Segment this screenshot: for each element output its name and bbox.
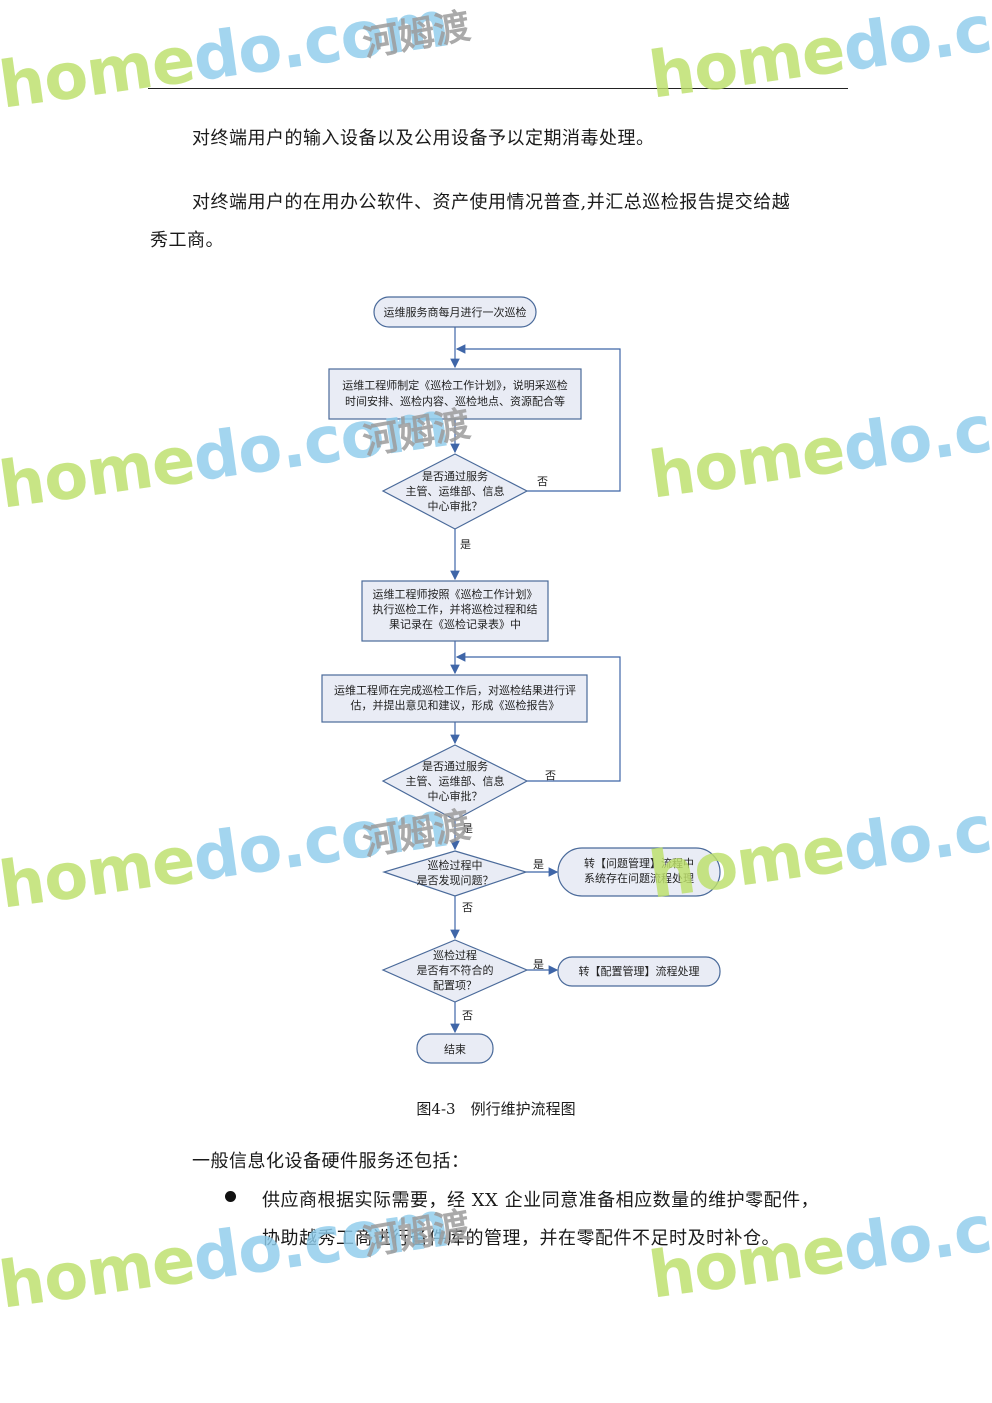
decision-approval-1: 是否通过服务 主管、运维部、信息 中心审批？ xyxy=(381,453,529,530)
bullet-dot xyxy=(225,1191,236,1202)
paragraph-disinfection: 对终端用户的输入设备以及公用设备予以定期消毒处理。 xyxy=(192,128,655,149)
label-yes-4: 是 xyxy=(533,958,544,971)
start-label: 运维服务商每月进行一次巡检 xyxy=(384,305,527,319)
paragraph-survey-line1: 对终端用户的在用办公软件、资产使用情况普查,并汇总巡检报告提交给越 xyxy=(192,192,791,213)
start-node: 运维服务商每月进行一次巡检 xyxy=(373,296,537,328)
decision-approval-1-line3: 中心审批？ xyxy=(428,499,483,513)
step-execute: 运维工程师按照《巡检工作计划》 执行巡检工作，并将巡检过程和结 果记录在《巡检记… xyxy=(361,580,549,642)
decision-approval-1-line2: 主管、运维部、信息 xyxy=(406,484,505,498)
step-plan-line1: 运维工程师制定《巡检工作计划》，说明采巡检 xyxy=(342,378,568,392)
step-execute-line3: 果记录在《巡检记录表》中 xyxy=(389,617,521,631)
paragraph-survey-line2: 秀工商。 xyxy=(150,230,224,251)
decision-approval-2-line1: 是否通过服务 xyxy=(422,760,488,773)
decision-problem-line1: 巡检过程中 xyxy=(428,858,483,872)
figure-caption: 图4-3 例行维护流程图 xyxy=(416,1100,576,1118)
end-node: 结束 xyxy=(416,1033,494,1064)
step-report-line1: 运维工程师在完成巡检工作后，对巡检结果进行评 xyxy=(334,683,576,697)
bullet-item-line2: 协助越秀工商进行备件库的管理，并在零配件不足时及时补仓。 xyxy=(262,1228,780,1249)
header-rule xyxy=(148,88,848,89)
label-yes-1: 是 xyxy=(460,538,471,551)
side-config-label: 转【配置管理】流程处理 xyxy=(579,964,700,978)
paragraph-hardware-services: 一般信息化设备硬件服务还包括： xyxy=(192,1151,470,1172)
decision-config-line1: 巡检过程 xyxy=(433,948,477,962)
end-label: 结束 xyxy=(444,1043,466,1056)
step-plan: 运维工程师制定《巡检工作计划》，说明采巡检 时间安排、巡检内容、巡检地点、资源配… xyxy=(328,368,582,420)
decision-approval-2-line3: 中心审批？ xyxy=(428,789,483,803)
step-plan-line2: 时间安排、巡检内容、巡检地点、资源配合等 xyxy=(345,394,565,408)
side-problem-management: 转【问题管理】流程中 系统存在问题流程处理 xyxy=(557,847,721,897)
decision-config-line2: 是否有不符合的 xyxy=(417,963,494,977)
decision-approval-2: 是否通过服务 主管、运维部、信息 中心审批？ xyxy=(381,744,529,821)
step-execute-line1: 运维工程师按照《巡检工作计划》 xyxy=(373,587,538,601)
label-no-4: 否 xyxy=(462,1009,473,1022)
side-config-management: 转【配置管理】流程处理 xyxy=(557,956,721,987)
decision-approval-2-line2: 主管、运维部、信息 xyxy=(406,774,505,788)
step-report-line2: 估，并提出意见和建议，形成《巡检报告》 xyxy=(351,698,560,712)
label-no-3: 否 xyxy=(462,901,473,914)
decision-config-mismatch: 巡检过程 是否有不符合的 配置项？ xyxy=(381,939,529,1003)
label-no-2: 否 xyxy=(545,769,556,782)
decision-approval-1-line1: 是否通过服务 xyxy=(422,470,488,483)
side-problem-line2: 系统存在问题流程处理 xyxy=(584,871,694,885)
step-report: 运维工程师在完成巡检工作后，对巡检结果进行评 估，并提出意见和建议，形成《巡检报… xyxy=(321,674,588,723)
side-problem-line1: 转【问题管理】流程中 xyxy=(584,856,694,870)
decision-problem-line2: 是否发现问题？ xyxy=(417,873,494,887)
decision-config-line3: 配置项？ xyxy=(433,979,477,992)
decision-problem-found: 巡检过程中 是否发现问题？ xyxy=(382,850,528,897)
bullet-item-line1: 供应商根据实际需要，经 XX 企业同意准备相应数量的维护零配件， xyxy=(262,1190,820,1211)
label-yes-3: 是 xyxy=(533,858,544,871)
label-yes-2: 是 xyxy=(462,822,473,835)
step-execute-line2: 执行巡检工作，并将巡检过程和结 xyxy=(373,602,538,616)
label-no-1: 否 xyxy=(537,475,548,488)
